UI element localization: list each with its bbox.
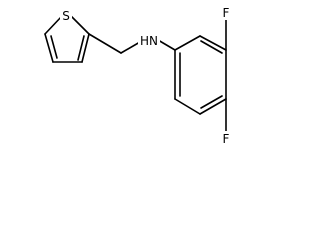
- bond-b1-b2: [174, 35, 201, 51]
- bond-b2-b3-double: [200, 40, 223, 54]
- bond-s-c2: [70, 15, 90, 35]
- bond-b2-b3: [199, 35, 227, 51]
- structure-canvas: S HN F F: [44, 6, 230, 146]
- bond-n-aryl: [157, 39, 176, 51]
- bond-b4-b5-double: [200, 95, 223, 109]
- bond-ch2-n: [120, 41, 141, 54]
- bond-b4-b5: [199, 98, 227, 115]
- bond-c4-c5-double: [50, 35, 58, 59]
- bond-b5-b6: [174, 98, 201, 115]
- atom-fluorine-top: F: [223, 6, 230, 20]
- bond-c4-c5: [44, 33, 54, 63]
- bond-c2-c3-double: [77, 35, 85, 61]
- atom-amine: HN: [140, 34, 158, 48]
- bond-c2-c3: [81, 33, 90, 63]
- bond-ring-ch2: [88, 33, 122, 54]
- atom-fluorine-bottom: F: [223, 132, 230, 146]
- atom-sulfur: S: [62, 9, 70, 23]
- benzene-ring: [174, 35, 227, 115]
- bond-c5-s: [44, 15, 63, 35]
- molecule-diagram: S HN F F: [44, 6, 230, 146]
- thiophene-ring: [44, 15, 90, 63]
